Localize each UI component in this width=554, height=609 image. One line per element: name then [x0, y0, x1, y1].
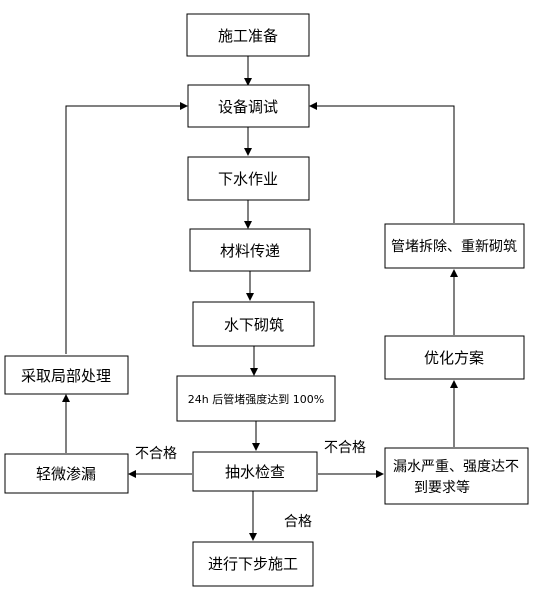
node-debug: 设备调试: [187, 84, 310, 128]
label-fail-right: 不合格: [324, 440, 366, 456]
node-prep: 施工准备: [186, 13, 310, 57]
node-strength: 24h 后管堵强度达到 100%: [176, 375, 336, 422]
node-next: 进行下步施工: [192, 541, 314, 587]
node-pump-label: 抽水检查: [225, 463, 285, 481]
node-minor: 轻微渗漏: [4, 453, 129, 494]
arrow-rebuild-to-debug: [309, 102, 455, 223]
node-local-label: 采取局部处理: [21, 367, 111, 385]
node-transfer-label: 材料传递: [220, 242, 280, 260]
node-rebuild-label: 管堵拆除、重新砌筑: [391, 239, 517, 255]
node-pump: 抽水检查: [192, 451, 318, 492]
node-strength-label: 24h 后管堵强度达到 100%: [188, 392, 324, 406]
node-minor-label: 轻微渗漏: [36, 465, 96, 483]
node-leak-label-line2: 到要求等: [414, 479, 470, 496]
arrow-local-to-debug: [65, 102, 188, 354]
node-masonry: 水下砌筑: [192, 301, 315, 347]
node-next-label: 进行下步施工: [208, 555, 298, 573]
node-debug-label: 设备调试: [218, 98, 278, 116]
node-prep-label: 施工准备: [218, 27, 278, 45]
node-leak-label-line1: 漏水严重、强度达不: [393, 459, 519, 475]
label-fail-left: 不合格: [135, 446, 177, 462]
node-optimize: 优化方案: [384, 335, 525, 380]
node-leak: 漏水严重、强度达不 到要求等: [384, 447, 529, 505]
node-transfer: 材料传递: [189, 228, 311, 272]
node-local: 采取局部处理: [4, 355, 129, 395]
node-optimize-label: 优化方案: [424, 349, 484, 367]
node-rebuild: 管堵拆除、重新砌筑: [384, 223, 525, 269]
node-masonry-label: 水下砌筑: [224, 316, 284, 334]
node-dive-label: 下水作业: [218, 170, 278, 188]
connectors: [62, 56, 458, 541]
node-dive: 下水作业: [187, 156, 310, 201]
label-pass: 合格: [284, 514, 312, 530]
